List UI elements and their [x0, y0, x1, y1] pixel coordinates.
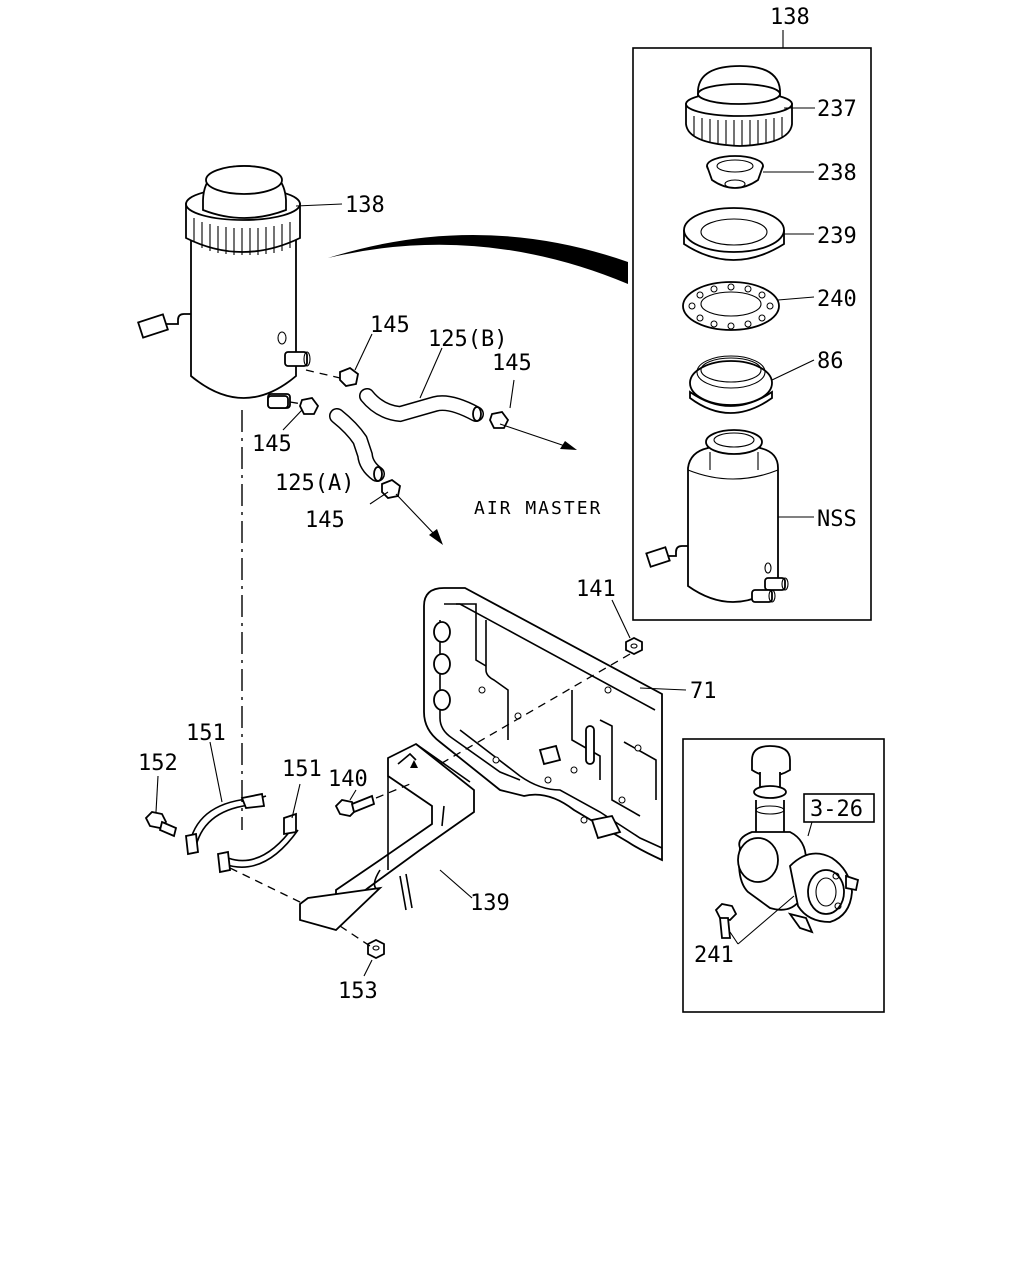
label-71: 71: [690, 679, 717, 704]
ref-box-3-26: [803, 793, 875, 823]
frame-71: 71: [423, 587, 717, 862]
hose-clamps-145: [282, 333, 515, 505]
label-151-left: 151: [186, 721, 226, 746]
label-145-a: 145: [370, 313, 410, 338]
zoom-pointer-curve: [328, 234, 628, 284]
inset-exploded-tank: 138 237 238 239 240 86 NSS: [632, 5, 872, 621]
ring-part-239: [683, 207, 785, 261]
bolt-140: 140: [328, 767, 411, 817]
inset-pump: 3-26 241: [682, 738, 885, 1013]
label-237: 237: [817, 97, 857, 122]
bands-151: 151 151: [185, 721, 322, 905]
label-140: 140: [328, 767, 368, 792]
cap-part-237: [685, 65, 793, 147]
label-153: 153: [338, 979, 378, 1004]
bracket-139: 139: [299, 742, 510, 932]
label-152: 152: [138, 751, 178, 776]
air-master-note: AIR MASTER: [474, 498, 602, 519]
nut-153: 153: [338, 925, 385, 1004]
label-3-26: 3-26: [810, 797, 863, 822]
label-145-d: 145: [305, 508, 345, 533]
label-141: 141: [576, 577, 616, 602]
label-151-right: 151: [282, 757, 322, 782]
label-238: 238: [817, 161, 857, 186]
label-nss: NSS: [817, 507, 857, 532]
gasket-plate-part-240: [682, 281, 780, 331]
label-240: 240: [817, 287, 857, 312]
nut-141: 141: [429, 577, 643, 771]
label-125a: 125(A): [275, 471, 354, 496]
flow-arrows: [395, 423, 577, 545]
label-125b: 125(B): [428, 327, 507, 352]
label-139: 139: [470, 891, 510, 916]
main-tank-138: 138: [137, 165, 385, 409]
bolt-152: 152: [138, 751, 178, 838]
seal-part-238: [706, 155, 764, 189]
label-86: 86: [817, 349, 844, 374]
hose-125a: [329, 408, 385, 482]
o-ring-part-86: [689, 355, 773, 414]
label-138-main: 138: [345, 193, 385, 218]
tank-body-part-nss: [645, 429, 789, 603]
label-239: 239: [817, 224, 857, 249]
label-241: 241: [694, 943, 734, 968]
label-138-inset: 138: [770, 5, 810, 30]
hose-125b: [359, 347, 484, 423]
label-145-b: 145: [492, 351, 532, 376]
label-145-c: 145: [252, 432, 292, 457]
